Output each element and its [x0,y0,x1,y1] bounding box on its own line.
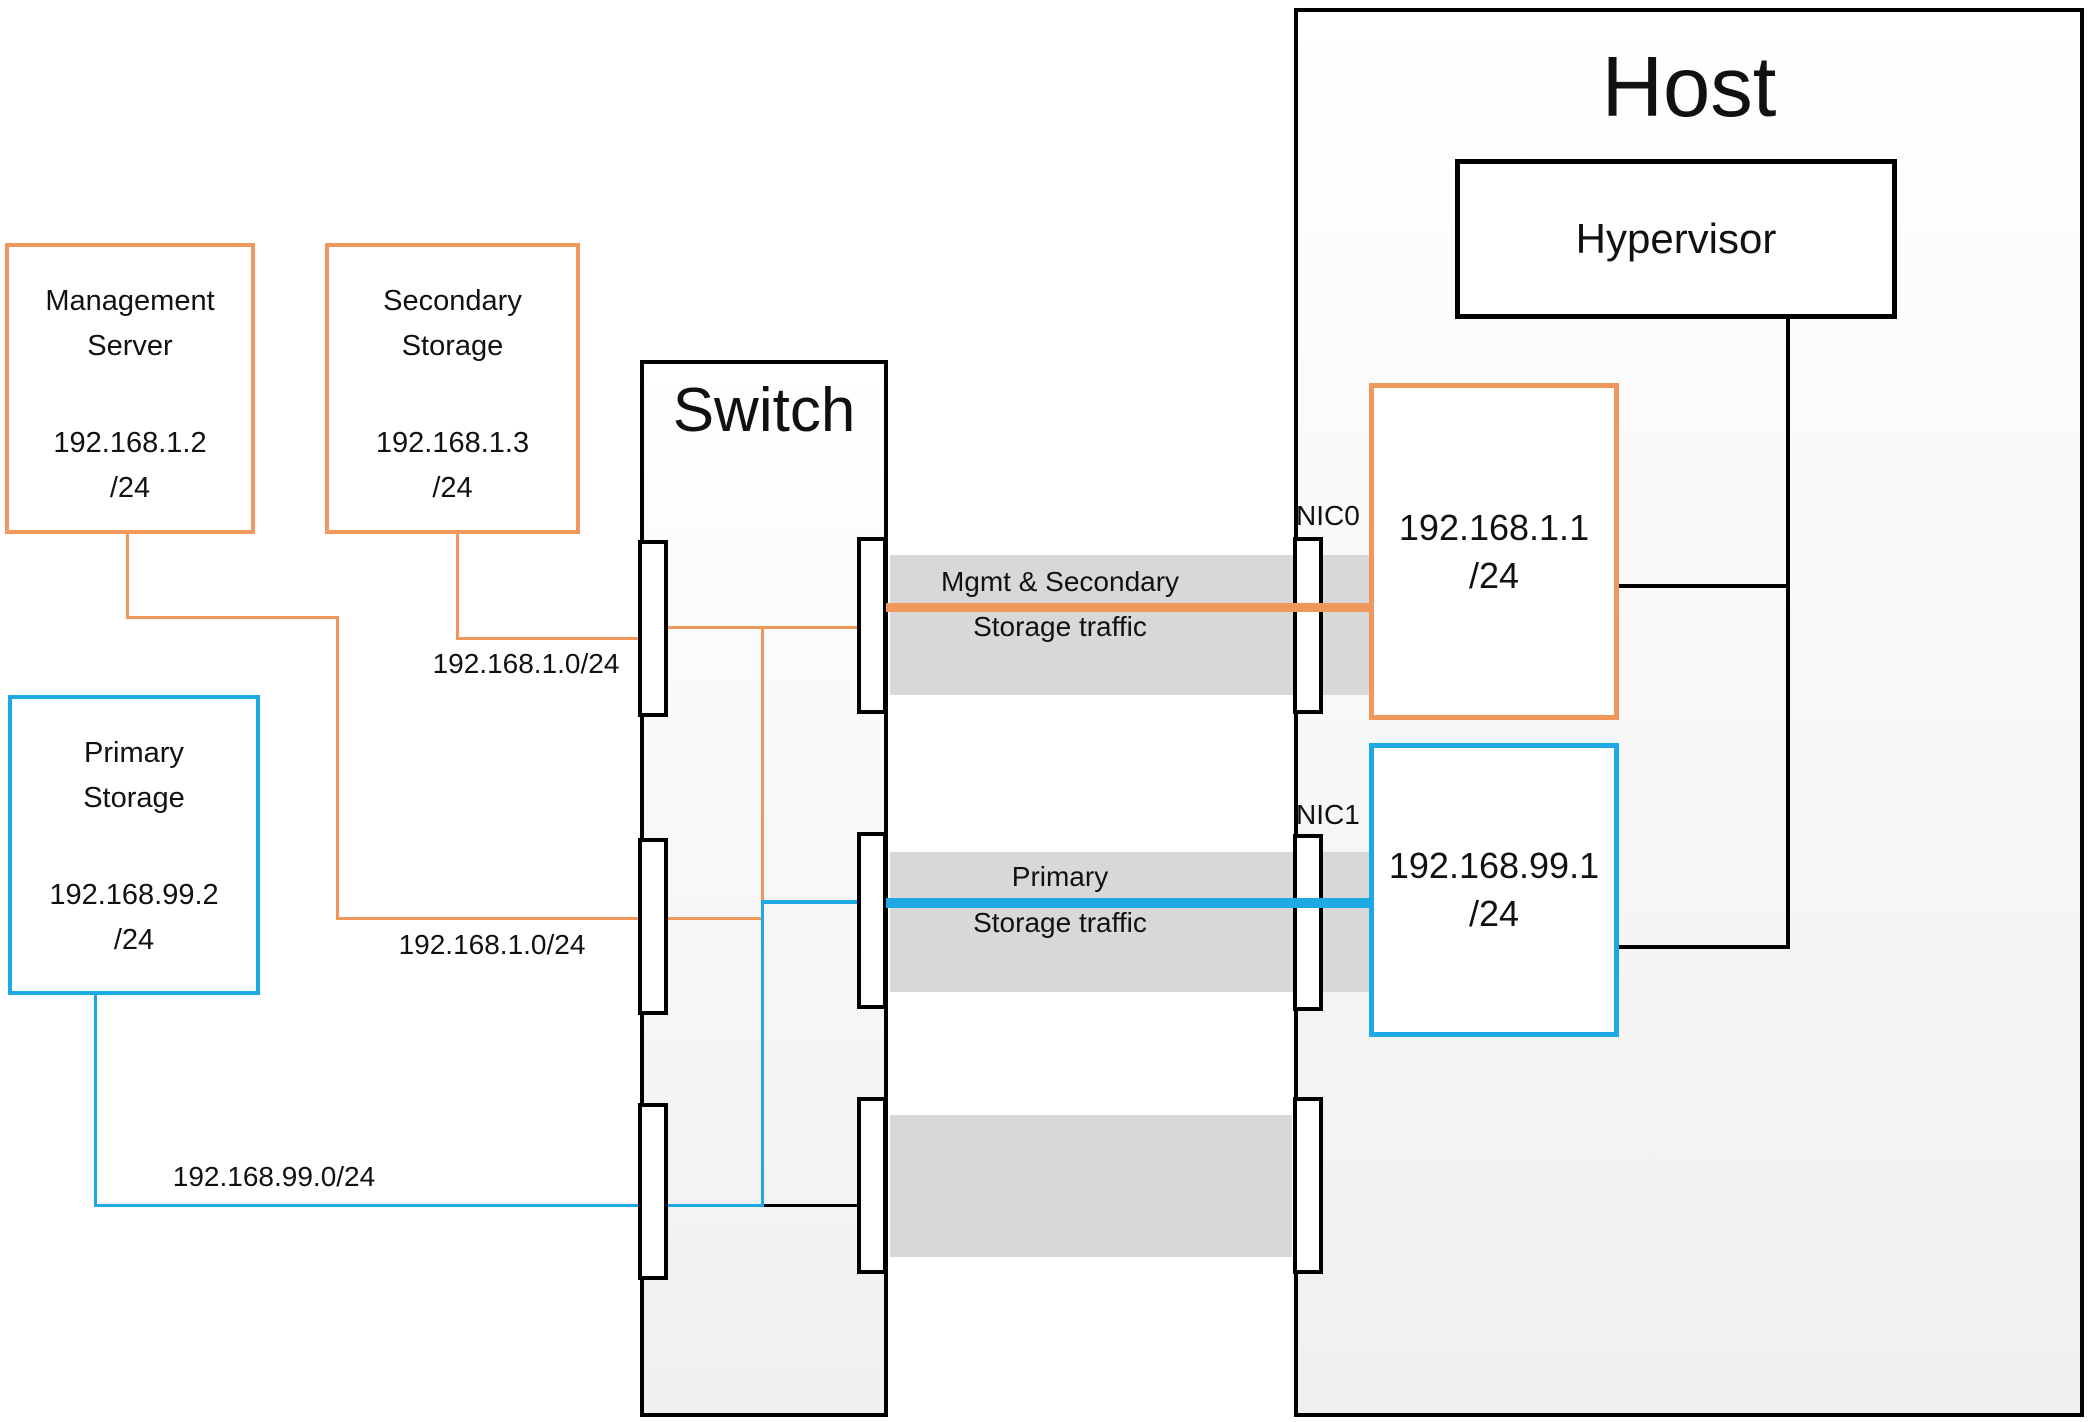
secondary-storage-node: Secondary Storage 192.168.1.3 /24 [325,243,580,534]
nic1-ip: 192.168.99.1 [1388,845,1600,886]
switch-internal-blue-line [668,1204,764,1207]
switch-left-port-1 [638,540,668,717]
nic0-mask: /24 [1468,554,1520,596]
primary-storage-name: Storage [83,782,185,814]
traffic-band-unused [890,1115,1292,1257]
switch-box [640,360,888,1417]
nic0-port-label: NIC0 [1296,500,1360,531]
management-server-mask: /24 [109,472,151,504]
host-nic0-port [1293,537,1323,714]
management-server-ip: 192.168.1.2 [53,427,207,459]
secondary-storage-name: Secondary [383,285,522,317]
mgmt-link-line [126,534,129,619]
switch-left-port-3 [638,1103,668,1280]
switch-title: Switch [672,376,856,445]
management-server-name: Management [45,285,215,317]
primary-storage-node: Primary Storage 192.168.99.2 /24 [8,695,260,995]
host-title: Host [1601,40,1777,135]
primary-network-label: 192.168.99.0/24 [172,1161,376,1192]
switch-internal-orange-line [761,626,764,920]
mgmt-traffic-label: Mgmt & Secondary [940,566,1180,597]
primary-storage-mask: /24 [113,924,155,956]
secondary-storage-name: Storage [401,330,504,362]
nic1-mask: /24 [1468,893,1520,934]
mgmt-link-line [336,616,339,920]
nic0-ip: 192.168.1.1 [1398,506,1590,548]
primary-traffic-label: Storage traffic [973,907,1147,938]
switch-internal-blue-line [761,901,764,1207]
secondary-storage-mask: /24 [432,472,473,504]
secondary-link-line [456,637,640,640]
secondary-link-line [456,534,459,640]
primary-link-line [94,995,97,1207]
hypervisor-label: Hypervisor [1575,215,1777,262]
mgmt-traffic-label: Storage traffic [973,611,1147,642]
switch-internal-orange-line [668,917,764,920]
primary-storage-name: Primary [84,737,184,769]
switch-left-port-2 [638,838,668,1015]
host-unused-port [1293,1097,1323,1274]
nic1-hypervisor-line [1619,945,1790,949]
switch-right-port-1 [857,537,887,714]
switch-right-port-2 [857,832,887,1009]
management-server-node: Management Server 192.168.1.2 /24 [5,243,255,534]
switch-internal-blue-line [761,900,857,904]
management-server-name: Server [87,330,173,362]
secondary-network-label: 192.168.1.0/24 [432,648,620,679]
traffic-band-primary [890,852,1369,992]
primary-traffic-label: Primary [1011,861,1109,892]
hypervisor-drop-line [1786,319,1790,949]
primary-link-line [94,1204,640,1207]
mgmt-link-line [336,917,640,920]
primary-storage-ip: 192.168.99.2 [49,879,219,911]
primary-traffic-line [886,898,1369,908]
host-nic1-port [1293,834,1323,1011]
hypervisor-box: Hypervisor [1455,159,1897,319]
mgmt-secondary-traffic-line [886,603,1369,612]
traffic-band-mgmt [890,555,1369,695]
nic1-port-label: NIC1 [1296,799,1360,830]
mgmt-link-line [126,616,339,619]
nic0-box: 192.168.1.1 /24 [1369,383,1619,720]
secondary-storage-ip: 192.168.1.3 [375,427,530,459]
nic1-box: 192.168.99.1 /24 [1369,743,1619,1037]
nic0-hypervisor-line [1619,584,1790,588]
management-network-label: 192.168.1.0/24 [398,929,586,960]
switch-internal-black-line [764,1204,857,1207]
switch-right-port-3 [857,1097,887,1274]
